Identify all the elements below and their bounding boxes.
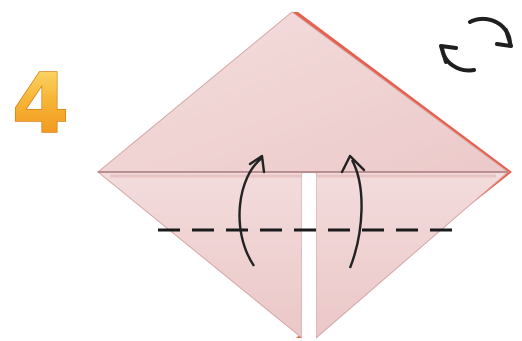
lower-right-flap [316,172,508,338]
top-flap [98,12,508,172]
lower-left-flap [98,172,302,338]
center-slit [302,174,316,340]
turn-over-rotate-icon [441,19,511,71]
step-number: 4 [12,57,69,152]
step-number-text: 4 [12,57,69,152]
